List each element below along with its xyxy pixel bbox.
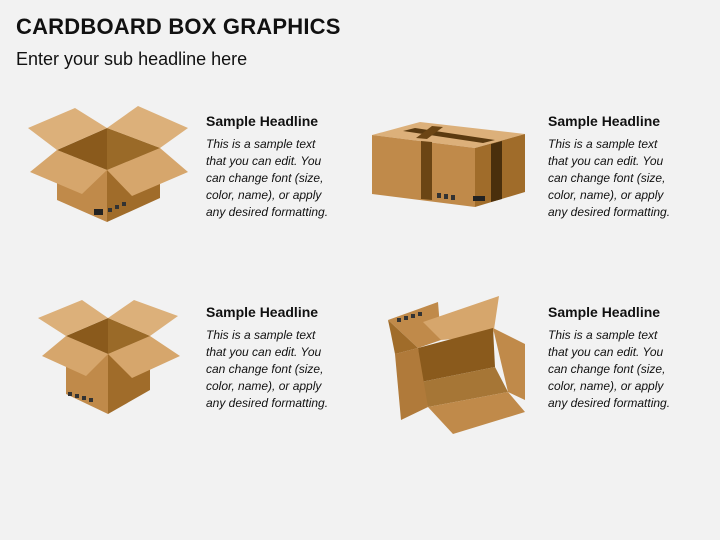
body-text-4: This is a sample text that you can edit.… (548, 328, 671, 410)
headline-2: Sample Headline (548, 113, 661, 129)
body-text-3: This is a sample text that you can edit.… (206, 328, 329, 410)
open-box-small-icon (30, 288, 185, 423)
text-block-2: Sample Headline This is a sample text th… (548, 113, 698, 221)
body-text-1: This is a sample text that you can edit.… (206, 137, 329, 219)
headline-4: Sample Headline (548, 304, 661, 320)
open-box-icon (20, 98, 195, 233)
taped-box-icon (365, 112, 530, 217)
text-block-3: Sample Headline This is a sample text th… (206, 304, 356, 412)
text-block-1: Sample Headline This is a sample text th… (206, 113, 356, 221)
body-text-2: This is a sample text that you can edit.… (548, 137, 671, 219)
page-subtitle: Enter your sub headline here (16, 49, 248, 69)
tilted-open-box-icon (383, 292, 531, 437)
text-block-4: Sample Headline This is a sample text th… (548, 304, 698, 412)
headline-3: Sample Headline (206, 304, 319, 320)
page-title: CARDBOARD BOX GRAPHICS (16, 14, 341, 39)
headline-1: Sample Headline (206, 113, 319, 129)
